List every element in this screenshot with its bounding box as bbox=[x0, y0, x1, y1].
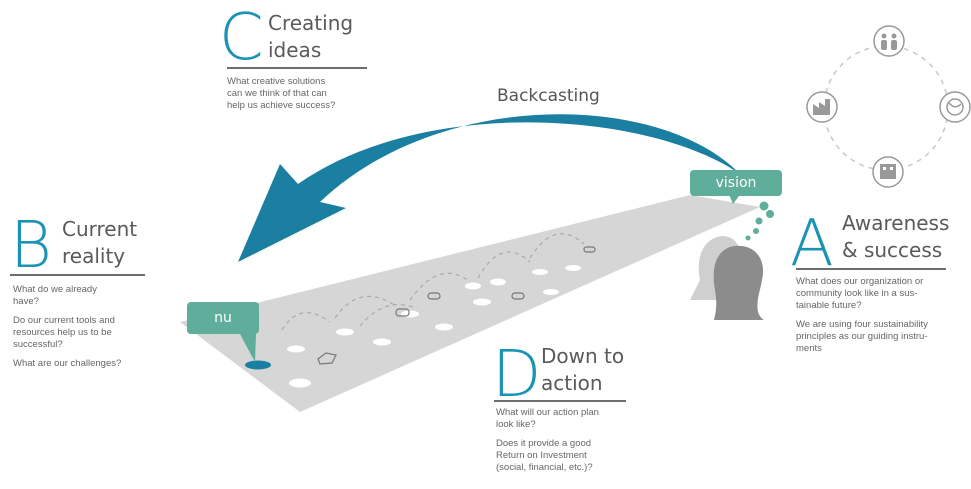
step-marker bbox=[373, 338, 391, 346]
road-path bbox=[180, 195, 760, 412]
step-marker bbox=[543, 289, 559, 295]
section-a-letter: A bbox=[790, 207, 834, 281]
section-a-title: Awareness & success bbox=[842, 210, 949, 264]
section-c: C Creating ideas What creative solutions… bbox=[215, 6, 395, 136]
section-b: B Current reality What do we already hav… bbox=[0, 212, 170, 392]
section-a-question: What does our organization or community … bbox=[796, 276, 924, 311]
step-marker bbox=[465, 282, 481, 290]
section-d-letter: D bbox=[492, 338, 542, 412]
section-d-title-line: action bbox=[541, 371, 603, 395]
building-icon bbox=[872, 156, 904, 188]
section-b-question: Do our current tools and resources help … bbox=[13, 315, 115, 350]
step-marker bbox=[435, 323, 453, 331]
obstacle-marker bbox=[583, 246, 596, 253]
section-c-title: Creating ideas bbox=[268, 10, 353, 64]
section-a-statement: We are using four sustainability princip… bbox=[796, 319, 928, 354]
vision-tag-label: vision bbox=[715, 175, 757, 191]
section-a-title-line: & success bbox=[842, 238, 943, 262]
section-d-body: What will our action plan look like? Doe… bbox=[496, 407, 599, 481]
step-marker bbox=[473, 298, 491, 306]
section-c-title-line: Creating bbox=[268, 11, 354, 35]
step-marker bbox=[490, 278, 506, 286]
thought-bubble bbox=[766, 210, 774, 218]
section-d-title-line: Down to bbox=[541, 344, 625, 368]
section-b-title: Current reality bbox=[62, 216, 137, 270]
now-tag-label: nu bbox=[214, 310, 232, 326]
section-a-body: What does our organization or community … bbox=[796, 276, 928, 362]
hop-arc bbox=[334, 295, 397, 319]
section-d-divider bbox=[494, 400, 626, 402]
section-d-question: What will our action plan look like? bbox=[496, 407, 599, 430]
thought-bubble bbox=[755, 217, 763, 225]
globe-icon bbox=[939, 91, 971, 123]
step-marker bbox=[336, 328, 354, 336]
step-arcs bbox=[281, 233, 585, 331]
now-tag: nu bbox=[187, 302, 259, 334]
start-marker bbox=[245, 360, 271, 370]
person-silhouette bbox=[713, 245, 764, 320]
section-c-letter: C bbox=[219, 1, 264, 75]
factory-icon bbox=[806, 91, 838, 123]
hop-arc bbox=[359, 304, 416, 327]
section-b-title-line: Current bbox=[62, 217, 138, 241]
hop-arc bbox=[281, 312, 331, 331]
section-b-divider bbox=[10, 274, 145, 276]
section-c-title-line: ideas bbox=[268, 38, 322, 62]
section-a: A Awareness & success What does our orga… bbox=[788, 208, 968, 378]
backcasting-label: Backcasting bbox=[497, 86, 600, 106]
hop-arc bbox=[477, 251, 531, 279]
obstacle-marker bbox=[427, 292, 441, 300]
section-b-question: What are our challenges? bbox=[13, 358, 122, 369]
road-obstacles bbox=[317, 246, 596, 365]
thought-bubble bbox=[745, 235, 751, 241]
backcasting-arrow bbox=[238, 114, 740, 262]
section-b-body: What do we already have? Do our current … bbox=[13, 284, 121, 377]
section-d-title: Down to action bbox=[541, 343, 624, 397]
step-marker bbox=[287, 345, 305, 353]
road-steps bbox=[287, 265, 581, 388]
thought-bubbles bbox=[745, 201, 774, 241]
vision-tag: vision bbox=[690, 170, 782, 196]
now-tag-pointer bbox=[240, 334, 256, 362]
step-marker bbox=[532, 269, 548, 275]
hop-arc bbox=[409, 272, 471, 301]
icon-ring bbox=[823, 45, 949, 171]
section-b-letter: B bbox=[10, 209, 52, 283]
section-c-question: What creative solutions can we think of … bbox=[227, 76, 336, 111]
hop-arc bbox=[529, 233, 585, 259]
section-b-title-line: reality bbox=[62, 244, 126, 268]
section-a-title-line: Awareness bbox=[842, 211, 950, 235]
section-c-divider bbox=[227, 67, 367, 69]
section-b-question: What do we already have? bbox=[13, 284, 97, 307]
step-marker bbox=[565, 265, 581, 271]
step-marker bbox=[289, 378, 311, 388]
section-a-divider bbox=[796, 268, 946, 270]
section-d-question: Does it provide a good Return on Investm… bbox=[496, 438, 593, 473]
obstacle-marker bbox=[395, 308, 410, 317]
thought-bubble bbox=[753, 228, 759, 234]
section-d: D Down to action What will our action pl… bbox=[488, 343, 668, 489]
obstacle-marker bbox=[511, 292, 525, 300]
thought-bubble bbox=[759, 201, 769, 211]
people-icon bbox=[873, 25, 905, 57]
obstacle-marker bbox=[317, 352, 337, 365]
section-c-body: What creative solutions can we think of … bbox=[227, 76, 335, 119]
